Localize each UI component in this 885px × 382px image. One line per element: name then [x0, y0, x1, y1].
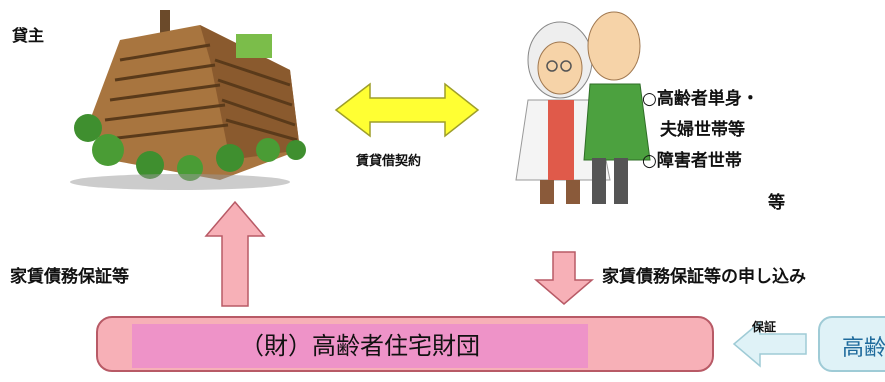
foundation-inner-panel [132, 324, 588, 368]
left-arrow-label: 家賃債務保証等 [10, 267, 129, 287]
landlord-label: 貸主 [12, 26, 45, 45]
tenant-line-disabled: ○障害者世帯 [642, 151, 742, 171]
guarantee-label: 保証 [752, 320, 777, 334]
tenant-etc-label: 等 [768, 193, 785, 213]
guarantee-up-arrow [204, 200, 266, 307]
partner-label: 高齢 [842, 336, 885, 361]
guarantee-left-arrow [732, 320, 807, 368]
contract-label: 賃貸借契約 [356, 154, 422, 169]
tenant-line-elderly: ○高齢者単身・ [642, 89, 759, 109]
foundation-label: （財）高齢者住宅財団 [240, 332, 480, 360]
elderly-couple-illustration [515, 11, 651, 204]
tenant-line-couple: 夫婦世帯等 [660, 120, 745, 140]
apartment-building-illustration [70, 10, 306, 190]
contract-double-arrow [334, 82, 480, 138]
right-arrow-label: 家賃債務保証等の申し込み [602, 267, 806, 287]
partner-box [818, 316, 885, 372]
tenant-category-list: ○高齢者単身・ 夫婦世帯等 ○障害者世帯 [642, 84, 759, 177]
application-down-arrow [533, 251, 595, 305]
